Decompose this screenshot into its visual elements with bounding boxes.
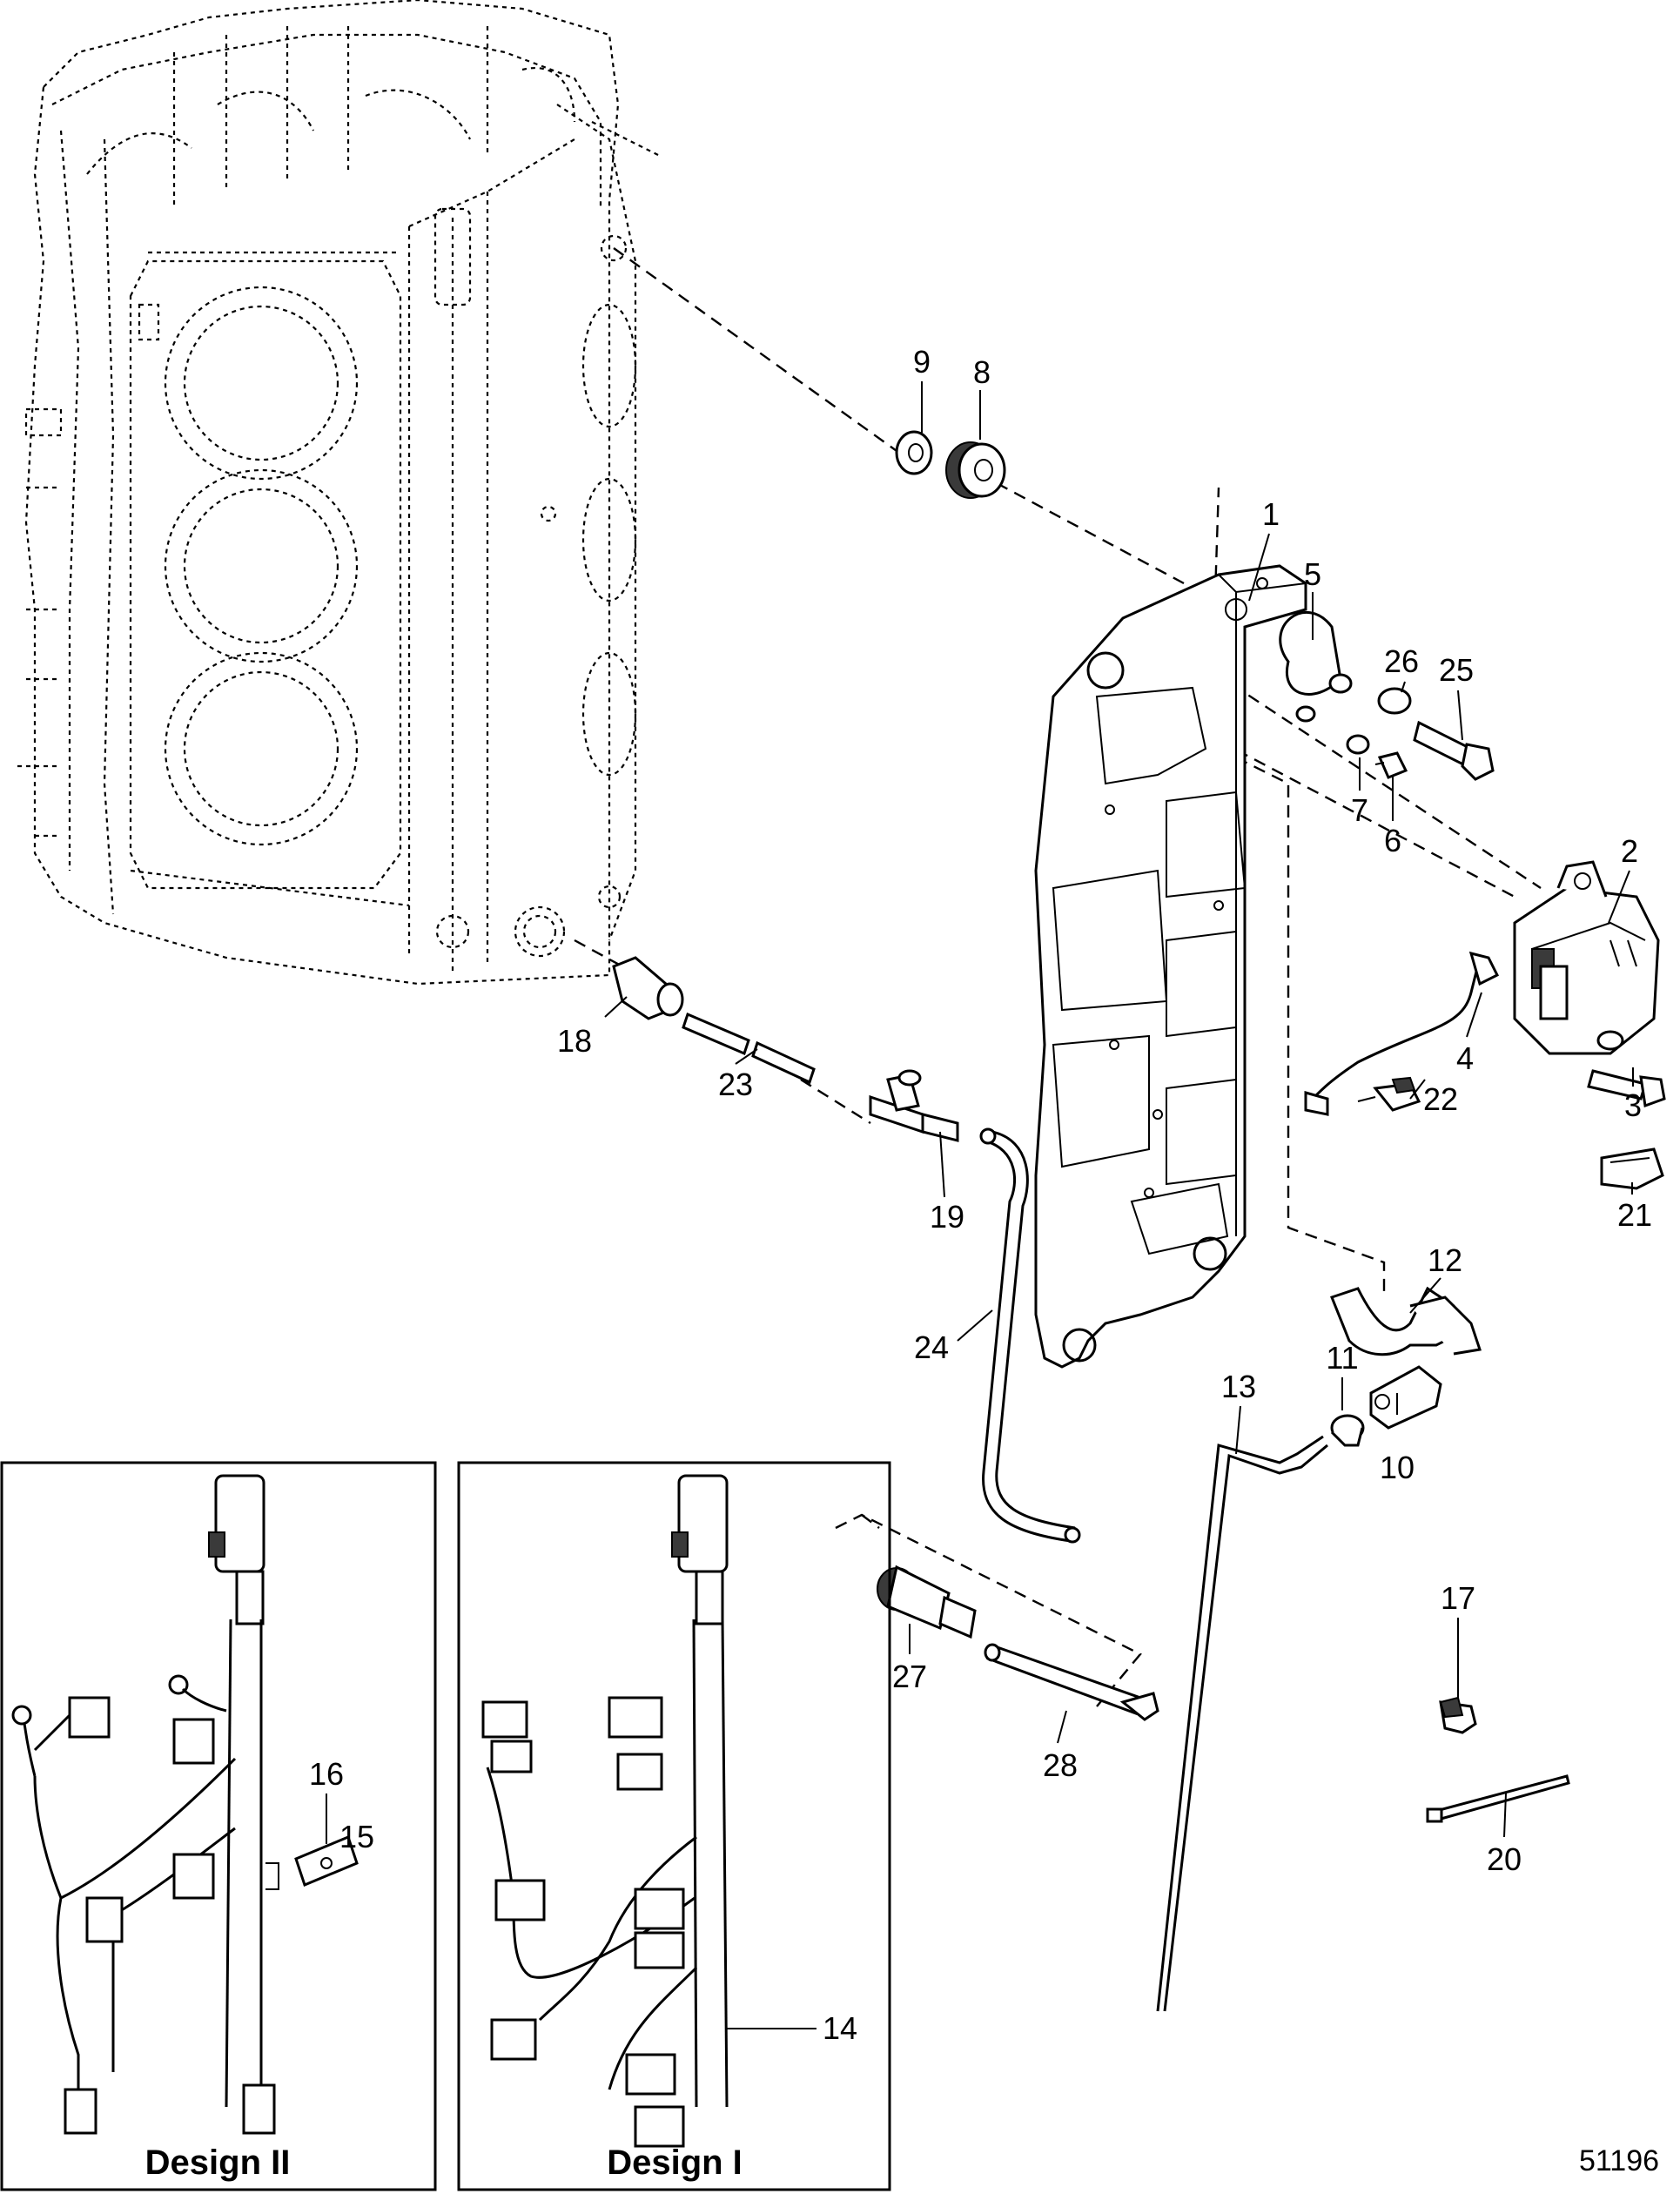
callout-25: 25 <box>1439 652 1474 688</box>
figure-number: 51196 <box>1579 2144 1659 2177</box>
callout-22: 22 <box>1423 1081 1458 1117</box>
part-13-rod <box>1156 1435 1328 2012</box>
inset-design-i <box>457 1461 891 2191</box>
callout-17: 17 <box>1441 1580 1475 1616</box>
part-7-washer <box>1346 734 1370 755</box>
engine-block <box>17 0 662 986</box>
callout-28: 28 <box>1043 1747 1078 1783</box>
part-3-bolt <box>1587 1069 1666 1108</box>
inset-design-ii <box>0 1461 437 2191</box>
callout-23: 23 <box>718 1067 753 1102</box>
part-18-fitting <box>612 956 684 1020</box>
callout-16: 16 <box>309 1756 344 1792</box>
callout-4: 4 <box>1456 1040 1474 1076</box>
callout-19: 19 <box>930 1199 964 1235</box>
inset-title-design-ii: Design II <box>145 2144 291 2182</box>
callout-10: 10 <box>1380 1450 1415 1485</box>
part-24-hose <box>979 1127 1081 1544</box>
callout-6: 6 <box>1384 823 1401 858</box>
part-5-clamp <box>1279 610 1353 723</box>
callout-1: 1 <box>1262 496 1280 532</box>
part-27-connector <box>877 1565 977 1639</box>
part-16-bracket <box>294 1834 359 1888</box>
callout-9: 9 <box>913 344 931 380</box>
part-25-bolt <box>1413 720 1495 781</box>
callout-15: 15 <box>339 1819 374 1854</box>
callout-7: 7 <box>1351 792 1368 828</box>
part-26-washer <box>1377 687 1412 715</box>
part-10-sensor <box>1369 1365 1442 1430</box>
part-11-fitting <box>1330 1414 1365 1447</box>
callout-8: 8 <box>973 354 991 390</box>
callout-3: 3 <box>1624 1087 1642 1123</box>
callout-13: 13 <box>1221 1369 1256 1404</box>
part-20-cable-tie <box>1426 1774 1570 1823</box>
part-4-lead <box>1304 951 1500 1116</box>
part-8-grommet <box>945 441 1006 499</box>
callout-leaders <box>326 381 1634 2029</box>
callout-27: 27 <box>892 1659 927 1694</box>
callout-5: 5 <box>1304 556 1321 592</box>
part-6-bolt <box>1374 751 1408 779</box>
callout-18: 18 <box>557 1023 592 1059</box>
callout-12: 12 <box>1428 1242 1462 1278</box>
part-22-sensor <box>1357 1076 1421 1112</box>
part-9-washer <box>895 430 933 475</box>
part-21-clip <box>1600 1147 1664 1190</box>
part-12-clamps <box>1330 1286 1482 1356</box>
part-19-tee <box>869 1069 959 1142</box>
part-28-tube <box>984 1643 1159 1721</box>
callout-11: 11 <box>1326 1340 1358 1376</box>
callout-2: 2 <box>1621 833 1638 869</box>
callout-21: 21 <box>1617 1197 1652 1233</box>
callout-24: 24 <box>914 1329 949 1365</box>
callout-20: 20 <box>1487 1841 1522 1877</box>
part-17-clip <box>1439 1696 1477 1734</box>
part-2-module <box>1513 860 1660 1055</box>
callout-14: 14 <box>823 2010 857 2046</box>
inset-title-design-i: Design I <box>607 2144 743 2182</box>
mounting-plate <box>1034 564 1307 1369</box>
callout-labels: 1 2 3 4 5 6 7 8 9 10 11 12 13 14 15 16 1… <box>309 344 1652 2046</box>
callout-26: 26 <box>1384 643 1419 679</box>
